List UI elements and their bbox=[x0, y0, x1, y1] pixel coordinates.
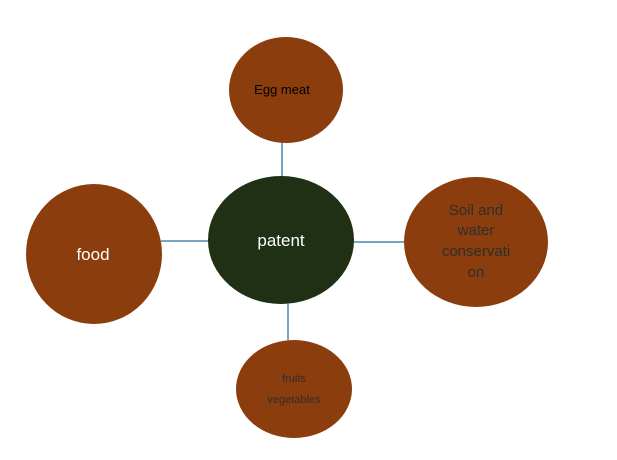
node-left-shape bbox=[26, 184, 162, 324]
node-center: patent bbox=[208, 176, 354, 304]
node-bottom-line-2: vegetables bbox=[267, 394, 321, 406]
node-right-line-2: water bbox=[457, 222, 495, 239]
node-right-line-3: conservati bbox=[442, 243, 510, 260]
node-bottom-line-1: fruits bbox=[282, 373, 306, 385]
node-top: Egg meat bbox=[229, 37, 343, 143]
node-right-shape bbox=[404, 177, 548, 307]
node-right: Soil and water conservati on bbox=[404, 177, 548, 307]
node-right-line-1: Soil and bbox=[449, 202, 503, 219]
node-bottom: fruits vegetables bbox=[236, 340, 352, 438]
node-center-shape bbox=[208, 176, 354, 304]
node-bottom-shape bbox=[236, 340, 352, 438]
connectors bbox=[161, 142, 405, 340]
node-left-label: food bbox=[76, 245, 109, 264]
node-top-label: Egg meat bbox=[254, 82, 310, 97]
node-center-label: patent bbox=[257, 231, 305, 250]
node-right-line-4: on bbox=[468, 264, 485, 281]
node-top-shape bbox=[229, 37, 343, 143]
node-left: food bbox=[26, 184, 162, 324]
